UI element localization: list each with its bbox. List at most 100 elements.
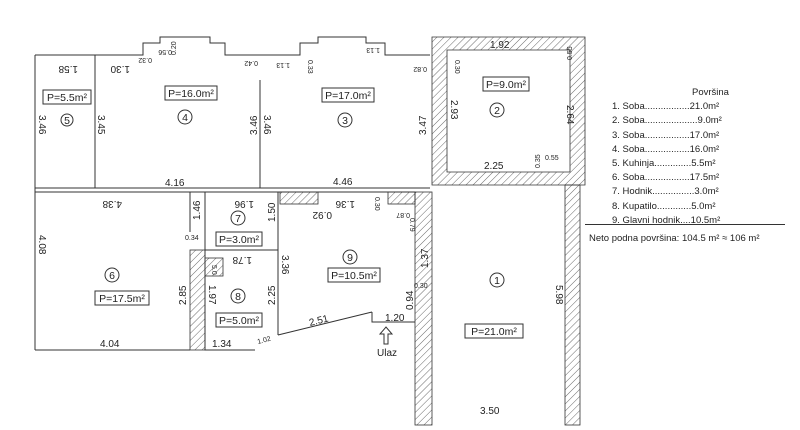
- hall-wall-right: [387, 191, 416, 205]
- entrance-arrow-icon: [378, 326, 394, 345]
- bath-fixture: [204, 257, 224, 277]
- room-9-area: P=10.5m²: [331, 270, 377, 282]
- legend-item: 5. Kuhinja..............5.5m²: [612, 158, 716, 170]
- room-6-number: 6: [109, 270, 115, 282]
- dim: 3.50: [480, 406, 500, 417]
- entrance-label: Ulaz: [377, 348, 397, 359]
- room-7-number: 7: [235, 213, 241, 225]
- room-1-right-wall: [564, 184, 581, 426]
- room-1-area: P=21.0m²: [471, 326, 517, 338]
- room-6-area: P=17.5m²: [99, 293, 145, 305]
- room-2-walls: [431, 36, 586, 186]
- room-4-outline: [95, 36, 260, 56]
- legend-title: Površina: [692, 87, 729, 98]
- room-4-area: P=16.0m²: [168, 88, 214, 100]
- hall-diagonal-wall: [277, 311, 373, 336]
- hall-wall-left: [279, 191, 319, 205]
- legend-item: 4. Soba.................16.0m²: [612, 143, 720, 155]
- dim: 0.87: [396, 211, 410, 218]
- room-9-number: 9: [347, 252, 353, 264]
- dim: 2.85: [178, 285, 189, 305]
- dim: 3.45: [95, 115, 106, 135]
- legend-item: 3. Soba.................17.0m²: [612, 129, 720, 141]
- dim: 0.30: [414, 283, 428, 290]
- dim: 1.02: [257, 336, 272, 346]
- dim: 3.36: [279, 255, 290, 275]
- dim: 0.35: [535, 154, 542, 168]
- dim: 4.08: [36, 235, 47, 255]
- dim: 1.96: [234, 198, 254, 209]
- dim: 0.20: [171, 41, 178, 55]
- dim: 1.78: [232, 254, 252, 265]
- dim: 1.46: [192, 200, 203, 220]
- dim: 1.13: [366, 46, 380, 53]
- legend-item: 9. Glavni hodnik....10.5m²: [612, 214, 721, 226]
- room-5-number: 5: [64, 115, 70, 127]
- dim: 1.34: [212, 339, 232, 350]
- dim: 1.58: [58, 63, 78, 74]
- dim: 0.32: [138, 56, 152, 63]
- dim: 1.36: [335, 198, 355, 209]
- dim: 4.38: [102, 198, 122, 209]
- dim: 3.47: [418, 115, 429, 135]
- room-2-area: P=9.0m²: [486, 79, 526, 91]
- room-5-area: P=5.5m²: [47, 92, 87, 104]
- dim: 2.64: [564, 105, 575, 125]
- dim: 0.55: [567, 46, 574, 60]
- area-legend: Površina 1. Soba.................21.0m² …: [612, 86, 729, 228]
- dim: 1.97: [206, 285, 217, 305]
- dim: 0.42: [244, 59, 258, 66]
- walls: [34, 36, 586, 426]
- dim: 5.98: [553, 285, 564, 305]
- dim: 0.82: [413, 65, 427, 72]
- room-8-area: P=5.0m²: [219, 315, 259, 327]
- legend-item: 8. Kupatilo.............5.0m²: [612, 200, 716, 212]
- dimensions: 1.58 3.46 1.30 3.45 3.46 4.16 3.46 4.46 …: [36, 40, 575, 417]
- room-3-number: 3: [342, 115, 348, 127]
- dim: 3.46: [261, 115, 272, 135]
- room-4-number: 4: [182, 112, 188, 124]
- dim: 1.20: [385, 313, 405, 324]
- total-area: Neto podna površina: 104.5 m² ≈ 106 m²: [589, 233, 760, 244]
- dim: 5.0: [210, 265, 217, 275]
- dim: 2.25: [267, 285, 278, 305]
- dim: 1.13: [276, 61, 290, 68]
- dim: 1.92: [490, 40, 510, 51]
- legend-item: 6. Soba.................17.5m²: [612, 172, 720, 184]
- dim: 0.34: [185, 235, 199, 242]
- room-1-left-wall: [414, 191, 433, 426]
- room-3-outline: [260, 36, 430, 56]
- legend-item: 2. Soba....................9.0m²: [612, 115, 722, 127]
- dim: 1.37: [420, 248, 431, 268]
- dim: 4.16: [165, 178, 185, 189]
- room-7-area: P=3.0m²: [219, 234, 259, 246]
- room-1-number: 1: [494, 275, 500, 287]
- dim: 2.25: [484, 161, 504, 172]
- dim: 0.33: [306, 60, 313, 74]
- dim: 2.51: [308, 313, 330, 328]
- dim: 0.94: [405, 290, 416, 310]
- room-2-number: 2: [494, 105, 500, 117]
- room-8-outline: [204, 250, 255, 351]
- dim: 2.93: [448, 100, 459, 120]
- legend-item: 1. Soba.................21.0m²: [612, 101, 720, 113]
- dim: 0.92: [312, 209, 332, 220]
- dim: 3.46: [249, 115, 260, 135]
- dim: 1.50: [267, 202, 278, 222]
- room-7-outline: [204, 191, 279, 251]
- room-labels: 1 P=21.0m² 2 P=9.0m² 3 P=17.0m² 4 P=16.0…: [42, 76, 530, 359]
- room-3-area: P=17.0m²: [325, 90, 371, 102]
- dim: 0.55: [545, 155, 559, 162]
- room-8-number: 8: [235, 291, 241, 303]
- entrance-step: [371, 312, 415, 323]
- dim: 0.56: [158, 48, 172, 55]
- dim: 4.04: [100, 339, 120, 350]
- dim: 3.46: [36, 115, 47, 135]
- legend-item: 7. Hodnik................3.0m²: [612, 186, 719, 198]
- dim: 1.30: [110, 63, 130, 74]
- dim: 0.30: [373, 197, 380, 211]
- room-1-marker: [489, 272, 505, 288]
- dim: 0.79: [408, 218, 415, 232]
- bathroom-wall: [189, 249, 206, 351]
